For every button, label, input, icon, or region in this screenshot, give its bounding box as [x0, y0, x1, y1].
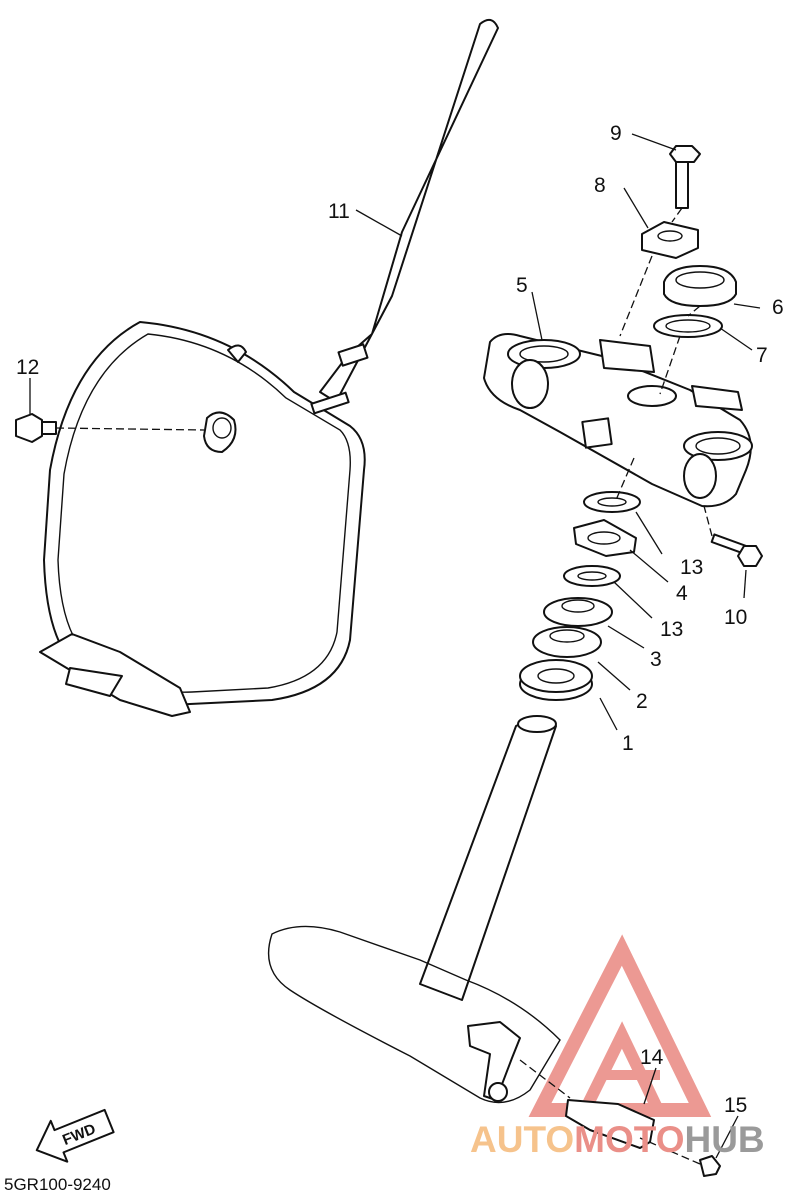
callout-7: 7: [756, 344, 768, 367]
callout-2: 2: [636, 690, 648, 713]
cable-guide: [519, 1059, 721, 1177]
number-plate: [39, 18, 499, 717]
callout-5: 5: [516, 274, 528, 297]
callout-10: 10: [724, 606, 747, 629]
steering-stem: [267, 715, 561, 1104]
diagram-code: 5GR100-9240: [4, 1175, 111, 1194]
callout-labels: 1 2 3 4 5 6 7 8 9 10 11 12 13 13 14 15: [16, 122, 784, 1117]
handlebar-clamp: [619, 145, 701, 337]
watermark-logo: [528, 934, 712, 1117]
bearing-stack: [519, 491, 641, 701]
callout-15: 15: [724, 1094, 747, 1117]
pinch-bolt: [703, 505, 763, 567]
watermark-hub: HUB: [684, 1119, 764, 1160]
callout-13-upper: 13: [680, 556, 703, 579]
callout-13-lower: 13: [660, 618, 683, 641]
callout-1: 1: [622, 732, 634, 755]
callout-6: 6: [772, 296, 784, 319]
callout-11: 11: [328, 200, 350, 223]
forward-arrow-icon: FWD: [35, 1108, 115, 1163]
callout-8: 8: [594, 174, 606, 197]
callout-leaders: [29, 133, 761, 1159]
callout-3: 3: [650, 648, 662, 671]
callout-9: 9: [610, 122, 622, 145]
bushing-and-washer: [653, 265, 737, 338]
upper-bracket: [483, 333, 753, 508]
callout-4: 4: [676, 582, 688, 605]
watermark-moto: MOTO: [574, 1119, 684, 1160]
assembly-lines: [615, 305, 701, 501]
watermark-auto: AUTO: [470, 1119, 574, 1160]
bolt-12: [15, 413, 205, 443]
callout-14: 14: [640, 1046, 664, 1069]
callout-12: 12: [16, 356, 39, 379]
watermark-text: AUTOMOTOHUB: [470, 1119, 765, 1160]
